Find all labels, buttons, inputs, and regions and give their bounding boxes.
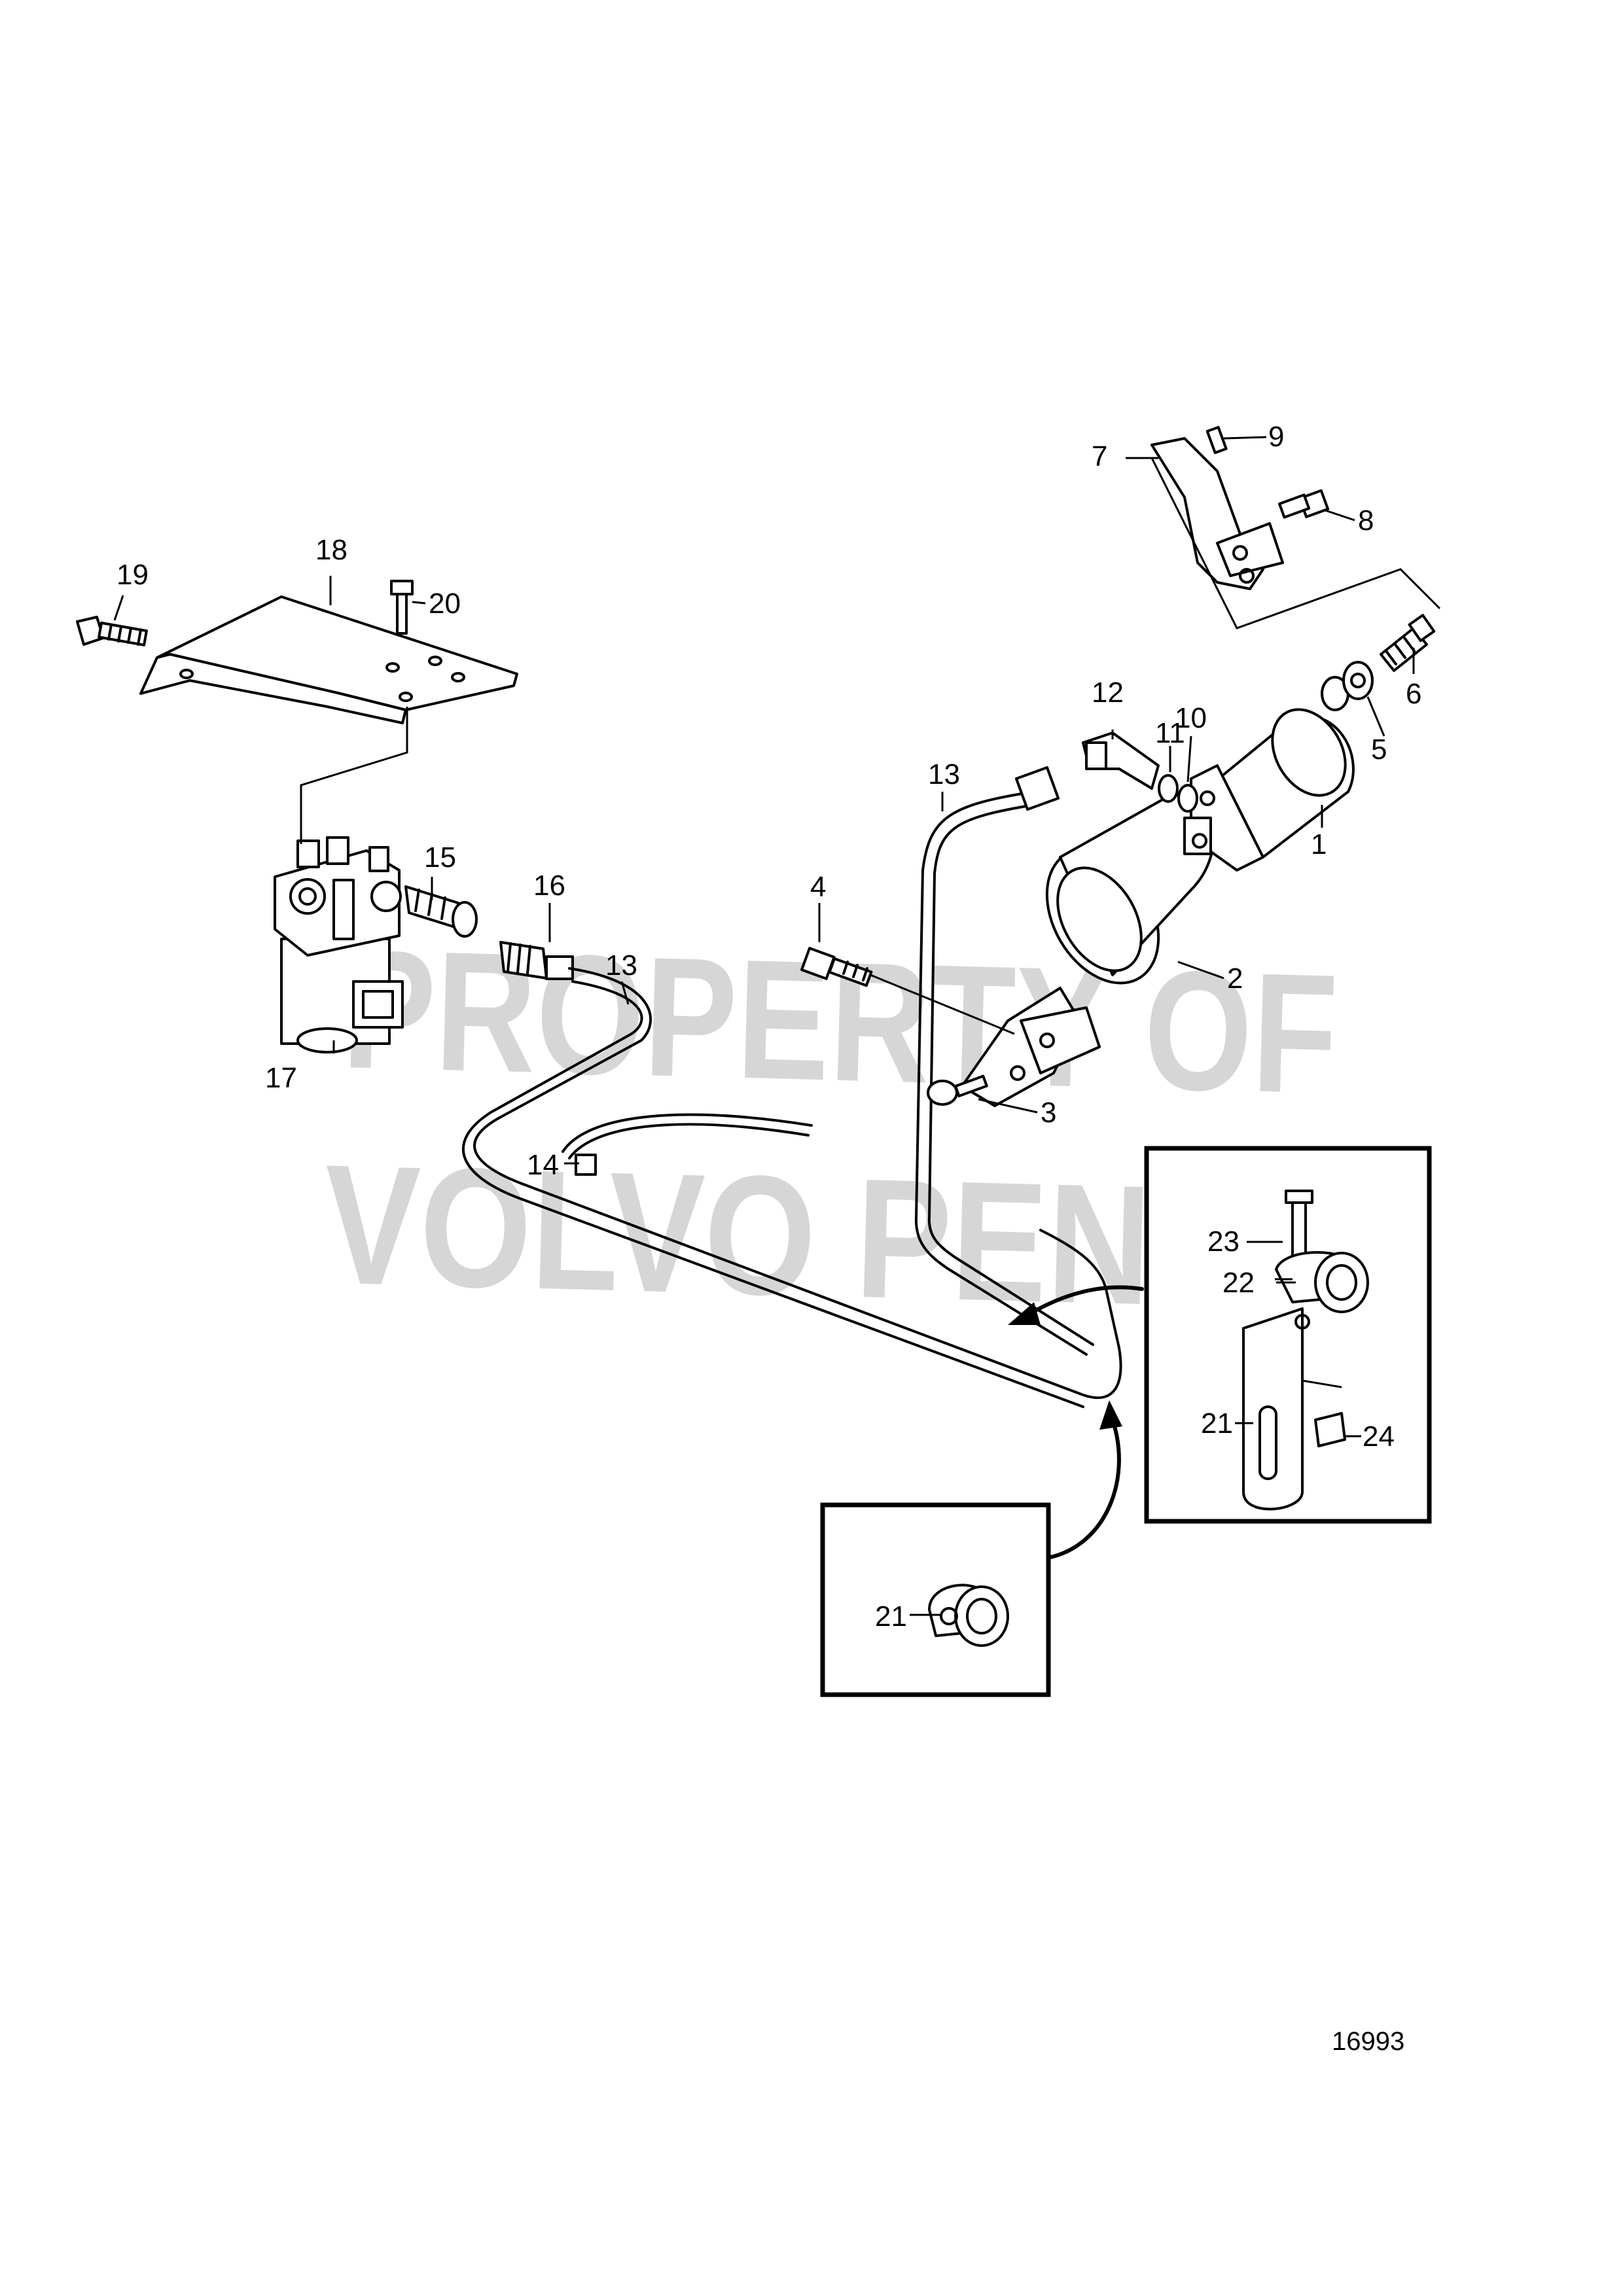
callout-21-inset-a: 21 bbox=[1201, 1407, 1233, 1439]
pipe-part-13-upper bbox=[914, 766, 1094, 1356]
callout-24: 24 bbox=[1363, 1421, 1395, 1453]
callout-13-lower: 13 bbox=[605, 949, 637, 981]
arrow-inset-b-to-pipe bbox=[1048, 1400, 1122, 1559]
solenoid-part-1 bbox=[1183, 676, 1355, 872]
callout-8: 8 bbox=[1358, 504, 1374, 537]
callout-17: 17 bbox=[265, 1062, 297, 1094]
callout-15: 15 bbox=[424, 841, 456, 874]
pipe-part-13-lower bbox=[462, 967, 1122, 1408]
callout-4: 4 bbox=[810, 871, 826, 903]
inset-box-clip-detail bbox=[820, 1502, 1051, 1697]
clamp-part-14 bbox=[562, 1113, 813, 1176]
elbow-part-12 bbox=[1082, 732, 1160, 790]
callout-labels: 1 2 3 4 5 6 7 8 9 10 11 12 13 13 14 15 1… bbox=[116, 421, 1421, 1633]
fitting-part-15 bbox=[404, 885, 478, 938]
lever-part-7 bbox=[1150, 437, 1284, 590]
callout-10: 10 bbox=[1175, 702, 1207, 734]
assembly-line-4-2 bbox=[870, 974, 1015, 1035]
callout-2: 2 bbox=[1227, 963, 1243, 995]
callout-19: 19 bbox=[116, 559, 149, 591]
screw-part-8 bbox=[1277, 489, 1330, 519]
clevis-part-5 bbox=[1342, 661, 1374, 700]
arrow-inset-a-to-pipe bbox=[1008, 1285, 1144, 1325]
callout-14: 14 bbox=[527, 1149, 559, 1181]
callout-3: 3 bbox=[1041, 1097, 1056, 1129]
callout-12: 12 bbox=[1092, 677, 1124, 709]
assembly-line-18-17 bbox=[300, 707, 408, 844]
washer-part-10 bbox=[1177, 784, 1198, 813]
leader-lines bbox=[113, 436, 1415, 1616]
callout-13-upper: 13 bbox=[928, 758, 960, 790]
callout-23: 23 bbox=[1207, 1226, 1240, 1258]
screw-part-3 bbox=[927, 1074, 988, 1106]
callout-16: 16 bbox=[533, 870, 565, 902]
callout-1: 1 bbox=[1311, 828, 1327, 860]
valve-part-17 bbox=[274, 836, 404, 1053]
callout-20: 20 bbox=[429, 588, 461, 620]
inset-box-bracket-detail bbox=[1144, 1146, 1432, 1524]
callout-21-inset-b: 21 bbox=[875, 1600, 907, 1633]
rod-part-6 bbox=[1380, 614, 1436, 672]
assembly-line-7-6 bbox=[1150, 457, 1441, 629]
pin-part-9 bbox=[1205, 425, 1228, 454]
washer-part-11 bbox=[1158, 774, 1179, 803]
figure-number: 16993 bbox=[1332, 2027, 1404, 2056]
callout-11: 11 bbox=[1155, 717, 1185, 749]
callout-18: 18 bbox=[315, 534, 348, 566]
bracket-part-18 bbox=[139, 595, 518, 724]
screw-part-4 bbox=[800, 947, 873, 987]
watermark-line-1: PROPERTY OF bbox=[340, 914, 1340, 1130]
callout-9: 9 bbox=[1268, 421, 1284, 453]
callout-7: 7 bbox=[1092, 440, 1107, 472]
callout-22: 22 bbox=[1222, 1267, 1255, 1299]
screw-part-20 bbox=[390, 580, 414, 635]
callout-6: 6 bbox=[1406, 678, 1421, 710]
screw-part-19 bbox=[76, 616, 148, 646]
callout-5: 5 bbox=[1371, 733, 1387, 766]
